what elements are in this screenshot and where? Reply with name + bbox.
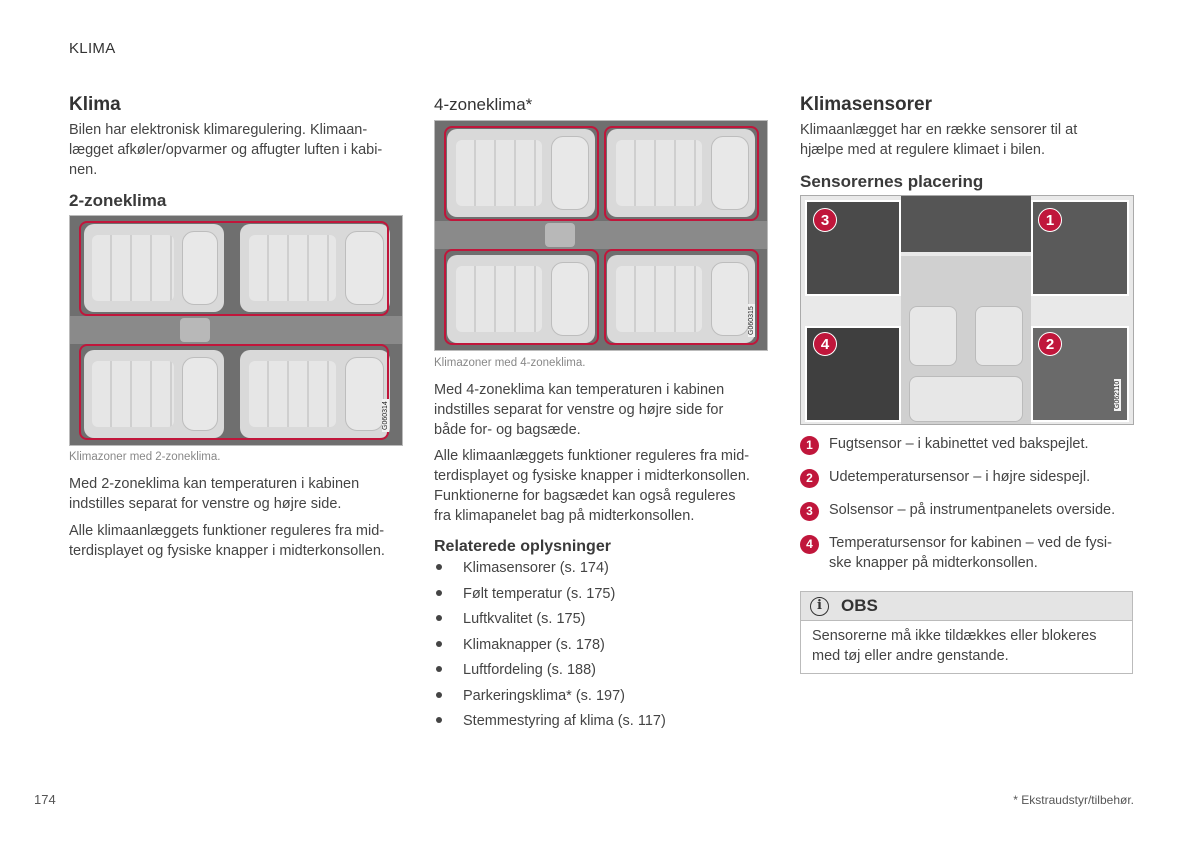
climate-zone-front-left xyxy=(444,249,599,345)
obs-body: Sensorerne må ikke tildækkes eller bloke… xyxy=(801,621,1132,671)
related-links-list: Klimasensorer (s. 174) Følt temperatur (… xyxy=(434,558,768,737)
cabin-floor xyxy=(435,221,767,249)
sensor-badge-2: 2 xyxy=(1038,332,1062,356)
obs-header: i OBS xyxy=(801,592,1132,621)
climate-zone-rear-left xyxy=(604,249,759,345)
sensor-item: 3 Solsensor – på instrumentpanelets over… xyxy=(800,500,1134,521)
climate-zone-rear-right xyxy=(604,126,759,221)
text-line: nen. xyxy=(69,162,98,178)
text-line: Med 2-zoneklima kan temperaturen i kabin… xyxy=(69,476,360,492)
text-line: terdisplayet og fysiske knapper i midter… xyxy=(69,543,385,559)
page-number: 174 xyxy=(34,792,56,807)
subsection-title-sensor-placement: Sensorernes placering xyxy=(800,172,984,191)
seat-front-right xyxy=(84,224,224,312)
functions-paragraph: Alle klimaanlæggets funktioner reguleres… xyxy=(434,446,768,526)
text-line: Bilen har elektronisk klimaregulering. K… xyxy=(69,122,368,138)
center-console xyxy=(545,223,575,247)
obs-title: OBS xyxy=(841,596,878,615)
sensor-item: 1 Fugtsensor – i kabinettet ved bakspejl… xyxy=(800,434,1134,455)
seat-front-left xyxy=(84,350,224,438)
text-line: fra klimapanelet bag på midterkonsollen. xyxy=(434,508,695,524)
text-line: hjælpe med at regulere klimaet i bilen. xyxy=(800,142,1046,158)
obs-note-box: i OBS Sensorerne må ikke tildækkes eller… xyxy=(800,591,1133,674)
sensor-badge-4: 4 xyxy=(813,332,837,356)
figure-code: G062110 xyxy=(1114,378,1121,411)
text-line: Funktionerne for bagsædet kan også regul… xyxy=(434,488,736,504)
text-line: indstilles separat for venstre og højre … xyxy=(69,496,342,512)
sensor-item: 2 Udetemperatursensor – i højre sidespej… xyxy=(800,467,1134,488)
text-line: Med 4-zoneklima kan temperaturen i kabin… xyxy=(434,382,725,398)
text-line: med tøj eller andre genstande. xyxy=(812,648,1009,664)
text-line: Sensorerne må ikke tildækkes eller bloke… xyxy=(812,628,1097,644)
related-link[interactable]: Klimaknapper (s. 178) xyxy=(434,635,768,661)
two-zone-paragraph: Med 2-zoneklima kan temperaturen i kabin… xyxy=(69,474,403,514)
two-zone-figure: G060314 xyxy=(69,215,403,446)
figure-code: G060315 xyxy=(748,304,755,337)
footnote: * Ekstraudstyr/tilbehør. xyxy=(1013,793,1134,807)
klimasensorer-intro: Klimaanlægget har en række sensorer til … xyxy=(800,120,1133,160)
related-link[interactable]: Klimasensorer (s. 174) xyxy=(434,558,768,584)
klima-intro: Bilen har elektronisk klimaregulering. K… xyxy=(69,120,403,180)
seat-rear xyxy=(909,376,1023,422)
center-console xyxy=(180,318,210,342)
related-link[interactable]: Følt temperatur (s. 175) xyxy=(434,584,768,610)
cabin-floor xyxy=(70,316,402,344)
text-line: Fugtsensor – i kabinettet ved bakspejlet… xyxy=(829,436,1089,452)
seat-front-left xyxy=(447,255,595,343)
sensor-list: 1 Fugtsensor – i kabinettet ved bakspejl… xyxy=(800,434,1134,586)
seat-rear-left xyxy=(607,255,755,343)
figure-caption: Klimazoner med 4-zoneklima. xyxy=(434,357,586,369)
sensor-badge-3: 3 xyxy=(813,208,837,232)
subsection-title-2-zone: 2-zoneklima xyxy=(69,191,167,210)
text-line: både for- og bagsæde. xyxy=(434,422,581,438)
section-title-klima: Klima xyxy=(69,94,121,115)
text-line: lægget afkøler/opvarmer og affugter luft… xyxy=(69,142,383,158)
subsection-title-4-zone: 4-zoneklima* xyxy=(434,95,533,114)
four-zone-paragraph: Med 4-zoneklima kan temperaturen i kabin… xyxy=(434,380,768,440)
cabin-overview xyxy=(901,256,1031,424)
seat-rear-right xyxy=(240,224,390,312)
text-line: terdisplayet og fysiske knapper i midter… xyxy=(434,468,750,484)
text-line: Udetemperatursensor – i højre sidespejl. xyxy=(829,469,1091,485)
sensor-number: 4 xyxy=(800,535,819,554)
seat-front-right xyxy=(975,306,1023,366)
text-line: Solsensor – på instrumentpanelets oversi… xyxy=(829,502,1116,518)
figure-caption: Klimazoner med 2-zoneklima. xyxy=(69,451,221,463)
sensor-number: 3 xyxy=(800,502,819,521)
four-zone-figure: G060315 xyxy=(434,120,768,351)
seat-front-left xyxy=(909,306,957,366)
sensor-number: 2 xyxy=(800,469,819,488)
page-header: KLIMA xyxy=(69,40,116,57)
section-title-klimasensorer: Klimasensorer xyxy=(800,94,933,115)
seat-rear-right xyxy=(607,129,755,217)
climate-zone-left xyxy=(79,344,389,440)
info-icon: i xyxy=(810,596,829,616)
text-line: indstilles separat for venstre og højre … xyxy=(434,402,724,418)
sensor-number: 1 xyxy=(800,436,819,455)
text-line: Klimaanlægget har en række sensorer til … xyxy=(800,122,1078,138)
windshield-top xyxy=(901,196,1031,252)
sensor-item: 4 Temperatursensor for kabinen – ved de … xyxy=(800,533,1134,573)
related-link[interactable]: Luftkvalitet (s. 175) xyxy=(434,609,768,635)
figure-code: G060314 xyxy=(382,399,389,432)
related-link[interactable]: Luftfordeling (s. 188) xyxy=(434,660,768,686)
sensor-placement-figure: 3 1 4 2 G062110 xyxy=(800,195,1134,425)
related-info-title: Relaterede oplysninger xyxy=(434,538,611,555)
seat-rear-left xyxy=(240,350,390,438)
related-link[interactable]: Parkeringsklima* (s. 197) xyxy=(434,686,768,712)
text-line: Alle klimaanlæggets funktioner reguleres… xyxy=(69,523,385,539)
text-line: ske knapper på midterkonsollen. xyxy=(829,555,1038,571)
seat-front-right xyxy=(447,129,595,217)
text-line: Alle klimaanlæggets funktioner reguleres… xyxy=(434,448,750,464)
text-line: Temperatursensor for kabinen – ved de fy… xyxy=(829,535,1112,551)
sensor-badge-1: 1 xyxy=(1038,208,1062,232)
climate-zone-right xyxy=(79,221,389,316)
functions-paragraph: Alle klimaanlæggets funktioner reguleres… xyxy=(69,521,403,561)
related-link[interactable]: Stemmestyring af klima (s. 117) xyxy=(434,711,768,737)
climate-zone-front-right xyxy=(444,126,599,221)
